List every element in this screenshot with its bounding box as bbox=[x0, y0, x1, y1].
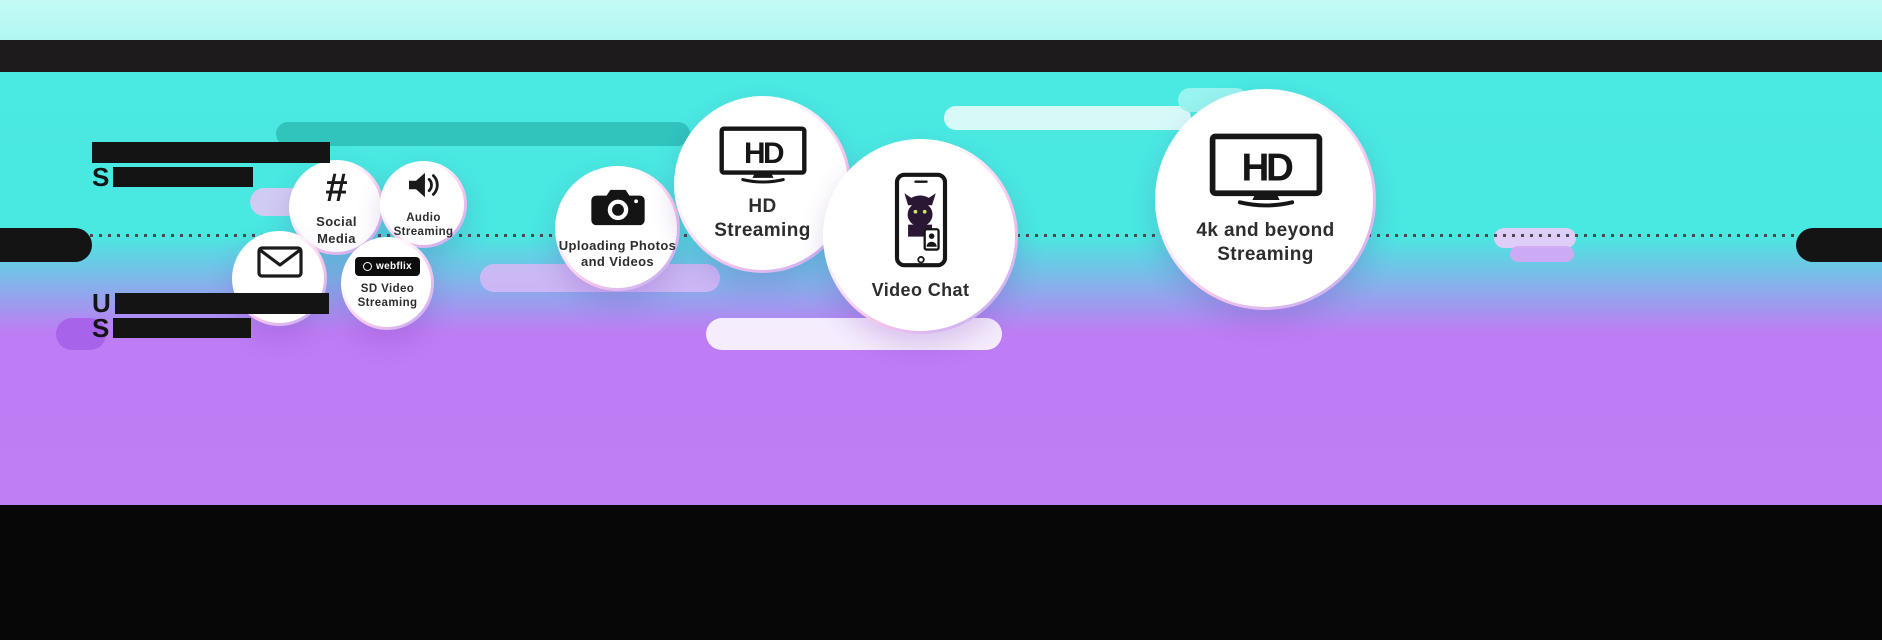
bubble-label: Audio Streaming bbox=[393, 211, 454, 238]
redacted-line: U bbox=[92, 288, 329, 319]
redacted-line: S bbox=[92, 162, 330, 192]
redacted-prefix-letter: S bbox=[92, 162, 111, 192]
bubble-uploading-photos: Uploading Photos and Videos bbox=[555, 166, 680, 291]
audio-speaker-icon bbox=[407, 170, 441, 205]
bubble-label: Uploading Photos and Videos bbox=[558, 237, 677, 269]
envelope-icon bbox=[256, 246, 303, 283]
bubble-label: HD Streaming bbox=[714, 196, 811, 241]
bubble-4k-streaming: HD 4k and beyond Streaming bbox=[1155, 89, 1376, 310]
hd-logo-text: HD bbox=[744, 137, 784, 170]
bubble-sd-video-streaming: webflix SD Video Streaming bbox=[341, 237, 434, 330]
hd-tv-icon: HD bbox=[1209, 133, 1323, 213]
redacted-prefix-letter: S bbox=[92, 313, 111, 343]
webflix-dot-icon bbox=[363, 261, 372, 271]
bubble-label: Video Chat bbox=[871, 279, 970, 300]
top-black-bar bbox=[0, 40, 1882, 72]
heading-redacted-1: S bbox=[92, 142, 330, 192]
redacted-text-bar bbox=[92, 142, 330, 163]
redacted-line: S bbox=[92, 313, 329, 343]
webflix-logo: webflix bbox=[355, 256, 420, 276]
bubble-label: Social Media bbox=[316, 214, 357, 246]
redacted-text-bar bbox=[114, 293, 329, 314]
bottom-black-bar bbox=[0, 505, 1882, 640]
redacted-prefix-letter: U bbox=[92, 288, 112, 319]
redacted-text-bar bbox=[113, 318, 252, 339]
hd-tv-icon: HD bbox=[719, 126, 807, 189]
speed-streak-white-top bbox=[944, 106, 1191, 130]
baseline-end-left bbox=[0, 228, 92, 262]
hd-logo-text: HD bbox=[1241, 146, 1292, 189]
speed-streak-purple-left bbox=[56, 318, 106, 350]
baseline-end-right bbox=[1796, 228, 1882, 262]
video-chat-phone-icon bbox=[894, 172, 948, 273]
heading-redacted-2: U S bbox=[92, 288, 329, 343]
bubble-label: SD Video Streaming bbox=[357, 282, 418, 309]
bubble-hd-streaming: HD HD Streaming bbox=[674, 96, 851, 273]
bubble-video-chat: Video Chat bbox=[823, 139, 1018, 334]
hashtag-icon: # bbox=[325, 166, 348, 211]
redacted-text-bar bbox=[113, 167, 254, 188]
bubble-label: 4k and beyond Streaming bbox=[1196, 219, 1335, 265]
webflix-logo-text: webflix bbox=[376, 260, 412, 272]
bubble-audio-streaming: Audio Streaming bbox=[380, 161, 467, 248]
redacted-line bbox=[92, 142, 330, 163]
speed-streak-lavender-right-b bbox=[1510, 246, 1574, 262]
speed-streak-lavender-right-a bbox=[1494, 228, 1576, 248]
camera-icon bbox=[590, 187, 646, 232]
speed-streak-teal bbox=[276, 122, 690, 146]
